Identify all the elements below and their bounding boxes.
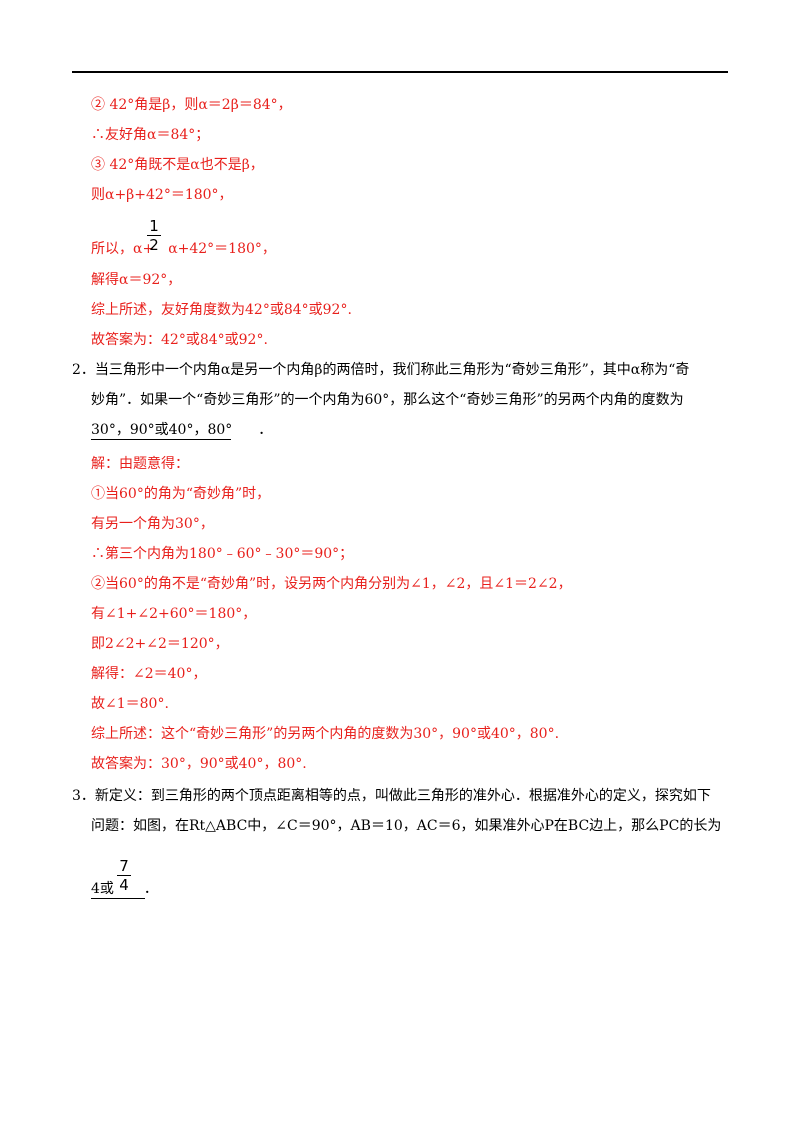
q2-solution-9: 故∠1＝80°. [91, 696, 169, 712]
q3-frac-num: 7 [119, 857, 129, 875]
q2-answer-underline [91, 439, 231, 440]
q3-answer-fraction: 7 4 [117, 858, 131, 893]
q2-stem-line-2: 妙角”．如果一个“奇妙三角形”的一个内角为60°，那么这个“奇妙三角形”的另两个… [91, 392, 684, 408]
q1-line-2: ∴友好角α＝84°； [91, 127, 210, 143]
q1-line-5-suffix: α+42°＝180°， [168, 241, 276, 257]
q3-stem-line-2: 问题：如图，在Rt△ABC中，∠C＝90°，AB＝10，AC＝6，如果准外心P在… [91, 818, 722, 834]
q1-frac-num: 1 [149, 217, 159, 235]
q1-line-4: 则α+β+42°＝180°， [91, 187, 233, 203]
q2-solution-7: 即2∠2+∠2＝120°， [91, 636, 229, 652]
q3-answer-underline [91, 898, 145, 899]
q3-answer-blank: 4或 ． [91, 880, 158, 898]
q2-solution-8: 解得：∠2＝40°， [91, 666, 207, 682]
q3-frac-bar [117, 875, 131, 876]
q2-solution-5: ②当60°的角不是“奇妙角”时，设另两个内角分别为∠1，∠2，且∠1＝2∠2， [91, 576, 572, 592]
q2-solution-6: 有∠1+∠2+60°＝180°， [91, 606, 257, 622]
q2-answer-end: ． [258, 422, 273, 438]
q1-line-6: 解得α＝92°， [91, 272, 182, 288]
q2-stem-line-1: 2．当三角形中一个内角α是另一个内角β的两倍时，我们称此三角形为“奇妙三角形”，… [72, 362, 690, 378]
q1-line-3: ③ 42°角既不是α也不是β， [91, 157, 264, 173]
q2-solution-2: ①当60°的角为“奇妙角”时， [91, 486, 271, 502]
q2-solution-10: 综上所述：这个“奇妙三角形”的另两个内角的度数为30°，90°或40°，80°. [91, 726, 560, 742]
q2-solution-4: ∴第三个内角为180°﹣60°﹣30°＝90°； [91, 546, 354, 562]
q1-line-1: ② 42°角是β，则α＝2β＝84°， [91, 97, 292, 113]
q1-line-5-prefix: 所以，α+ [91, 241, 155, 257]
q1-line-7: 综上所述，友好角度数为42°或84°或92°. [91, 302, 352, 318]
q1-line-5: 所以，α+ α+42°＝180°， [91, 240, 276, 258]
q1-line-8: 故答案为：42°或84°或92°. [91, 332, 268, 348]
q3-answer-prefix: 4或 [91, 881, 114, 897]
q1-frac-den: 2 [149, 236, 159, 254]
q2-answer: 30°，90°或40°，80° [91, 422, 233, 438]
q2-solution-3: 有另一个角为30°， [91, 516, 214, 532]
q3-answer-end: ． [143, 881, 158, 897]
q2-answer-blank: 30°，90°或40°，80° ． [91, 421, 272, 439]
q1-frac-bar [147, 235, 161, 236]
q3-stem-line-1: 3．新定义：到三角形的两个顶点距离相等的点，叫做此三角形的准外心．根据准外心的定… [72, 788, 711, 804]
header-rule [72, 71, 728, 73]
q2-solution-11: 故答案为：30°，90°或40°，80°. [91, 756, 307, 772]
q3-frac-den: 4 [119, 876, 129, 894]
q1-fraction-half: 1 2 [147, 218, 161, 253]
q2-solution-1: 解：由题意得： [91, 456, 189, 472]
